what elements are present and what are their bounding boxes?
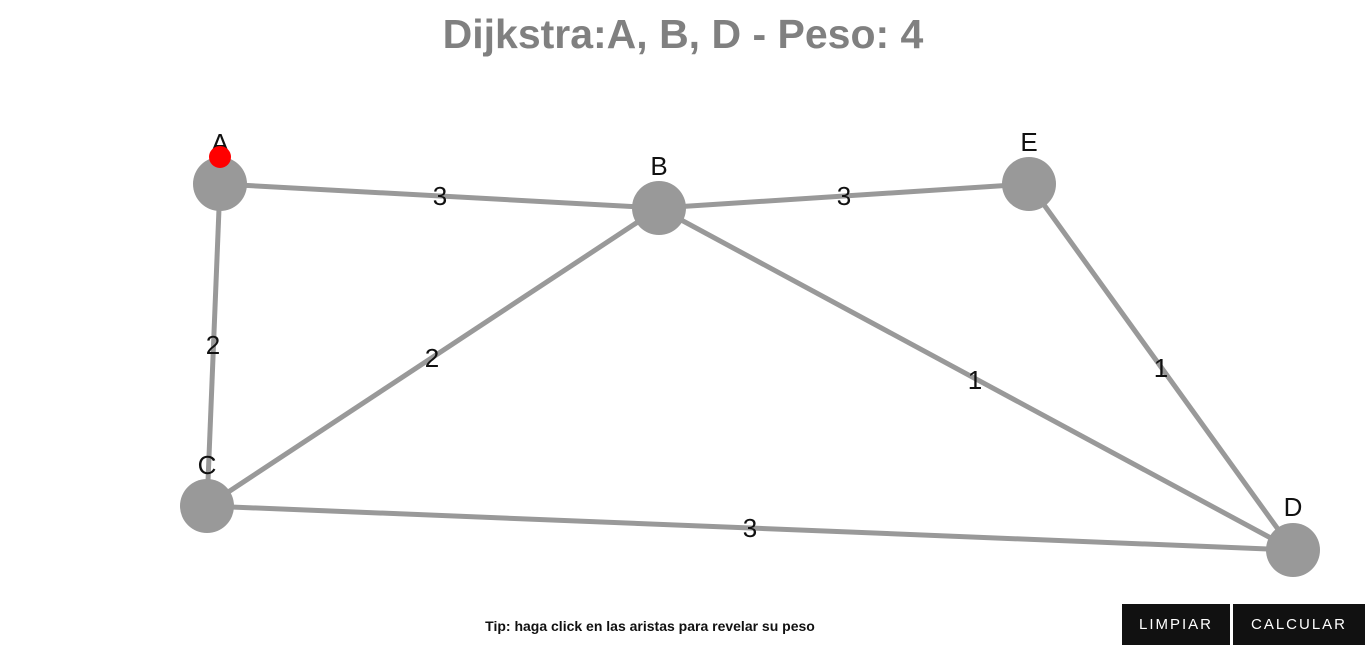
- node-d[interactable]: [1266, 523, 1320, 577]
- tip-text: Tip: haga click en las aristas para reve…: [485, 618, 815, 634]
- node-label-c: C: [198, 450, 217, 480]
- node-a[interactable]: [193, 157, 247, 211]
- edge-a-b[interactable]: [219, 181, 660, 211]
- node-label-e: E: [1020, 127, 1037, 157]
- node-c[interactable]: [180, 479, 234, 533]
- edge-weight-e-d: 1: [1154, 353, 1168, 383]
- edge-c-d[interactable]: [206, 503, 1294, 553]
- calculate-button[interactable]: CALCULAR: [1233, 604, 1365, 645]
- edge-weight-a-b: 3: [433, 181, 447, 211]
- edge-e-d[interactable]: [1026, 182, 1296, 552]
- node-label-b: B: [650, 151, 667, 181]
- edge-weight-c-b: 2: [425, 343, 439, 373]
- edge-weight-a-c: 2: [206, 330, 220, 360]
- edge-weight-b-d: 1: [968, 365, 982, 395]
- page-title: Dijkstra:A, B, D - Peso: 4: [442, 11, 924, 57]
- start-node-marker: [209, 146, 231, 168]
- edges-layer: [204, 181, 1296, 553]
- edge-weight-b-e: 3: [837, 181, 851, 211]
- edge-b-e[interactable]: [658, 181, 1030, 211]
- clear-button[interactable]: LIMPIAR: [1122, 604, 1230, 645]
- node-label-d: D: [1284, 492, 1303, 522]
- edge-a-c[interactable]: [204, 183, 223, 507]
- edge-c-b[interactable]: [205, 205, 661, 509]
- node-e[interactable]: [1002, 157, 1056, 211]
- edge-weight-c-d: 3: [743, 513, 757, 543]
- node-b[interactable]: [632, 181, 686, 235]
- edge-weights-layer: 3 3 2 2 1 1 3: [206, 181, 1168, 543]
- edge-b-d[interactable]: [657, 205, 1295, 553]
